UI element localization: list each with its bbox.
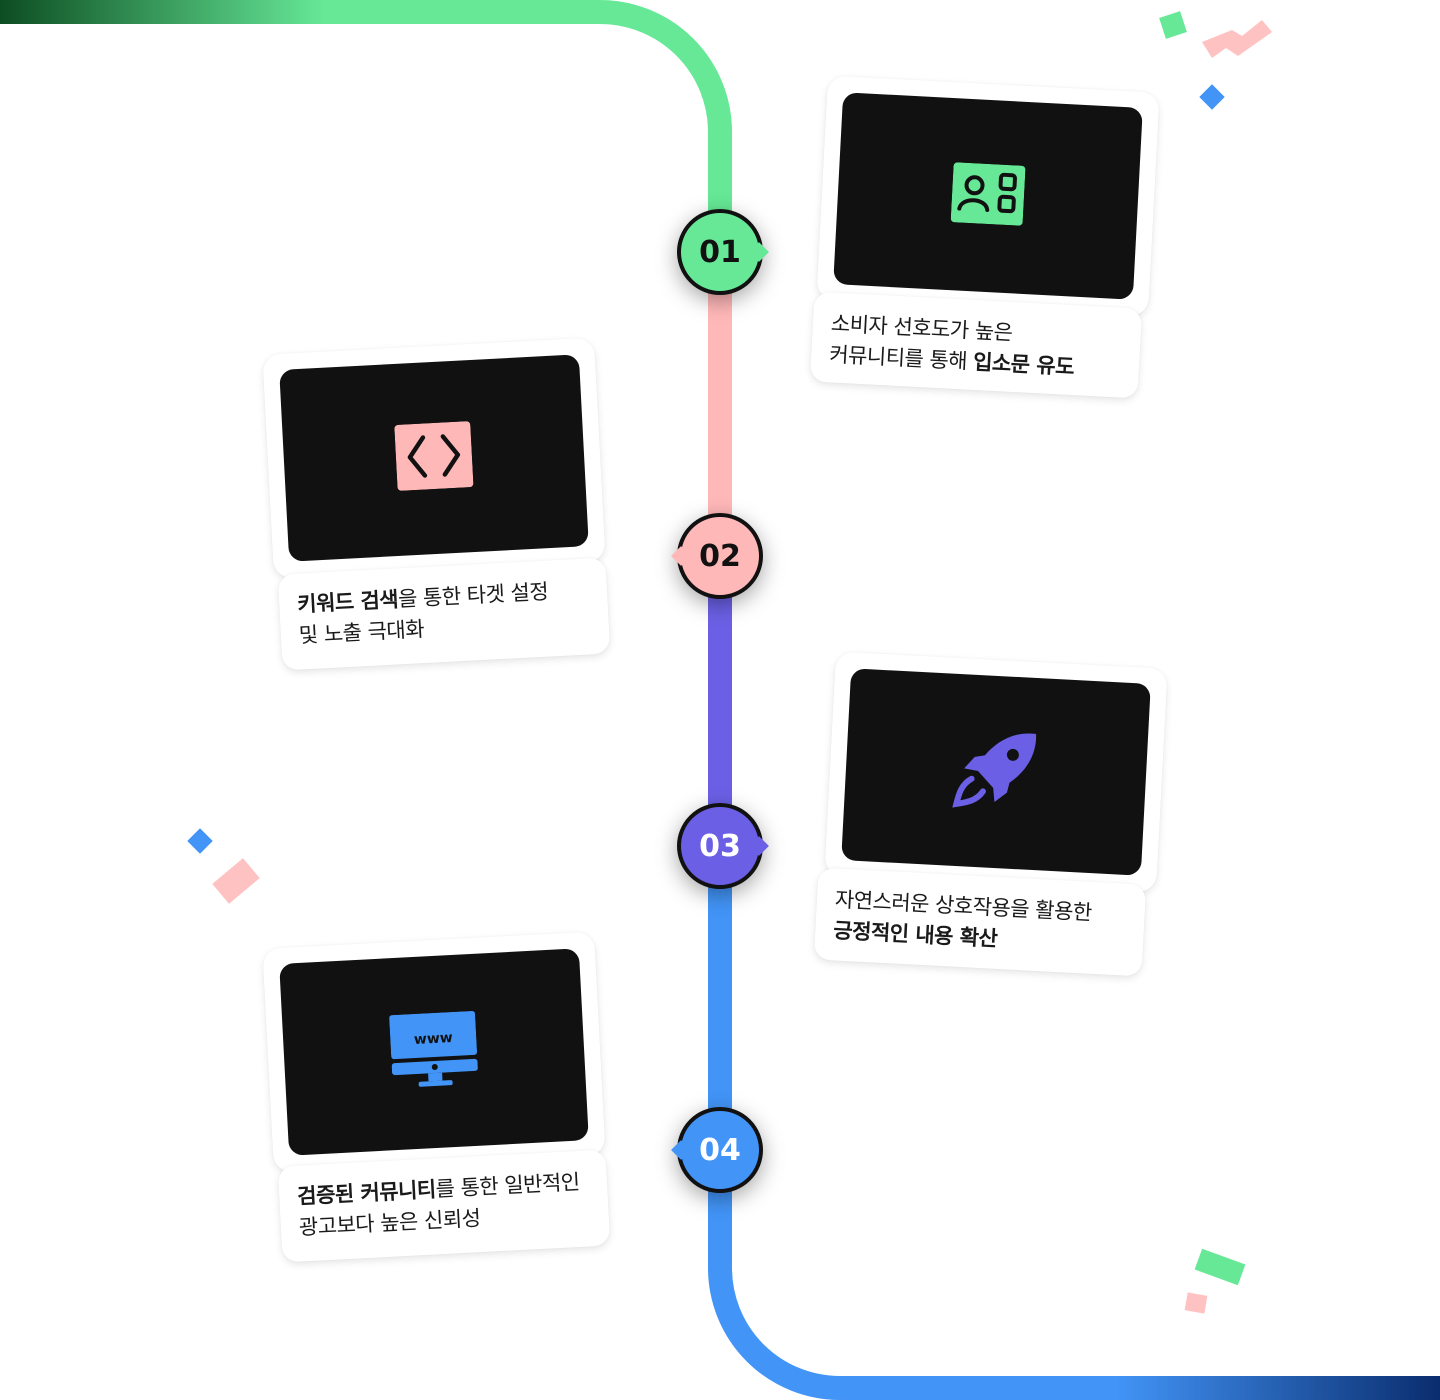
step-1-number: 01 [699, 234, 741, 270]
step-4-node: 04 [671, 1107, 763, 1193]
step-1-screen [833, 92, 1143, 300]
confetti-blue-1 [1199, 84, 1225, 110]
step-4-caption: 검증된 커뮤니티를 통한 일반적인 광고보다 높은 신뢰성 [277, 1149, 611, 1263]
step-2-caption-highlight: 키워드 검색 [296, 587, 399, 617]
step-3-card [824, 651, 1168, 893]
step-2-card [262, 337, 606, 579]
confetti-green-2 [1194, 1248, 1246, 1286]
step-4-number: 04 [699, 1132, 741, 1168]
id-card-icon [950, 162, 1026, 230]
step-2-node: 02 [671, 513, 763, 599]
step-2-caption: 키워드 검색을 통한 타겟 설정 및 노출 극대화 [277, 557, 611, 671]
step-1-caption-highlight: 입소문 유도 [972, 349, 1075, 380]
confetti-green-1 [1159, 11, 1187, 39]
step-3-node: 03 [677, 803, 769, 889]
step-2-screen [279, 354, 589, 562]
timeline-track-top [0, 0, 732, 250]
code-brackets-icon [394, 421, 474, 495]
step-2-number: 02 [699, 538, 741, 574]
www-monitor-icon: www [389, 1010, 479, 1093]
step-3-caption: 자연스러운 상호작용을 활용한 긍정적인 내용 확산 [813, 867, 1147, 977]
step-3-caption-highlight: 긍정적인 내용 확산 [832, 918, 998, 951]
step-1-node: 01 [677, 209, 769, 295]
confetti-pink-1 [1202, 20, 1272, 58]
confetti-pink-2 [212, 858, 260, 904]
confetti-pink-3 [1184, 1292, 1208, 1314]
step-4-screen: www [279, 948, 589, 1156]
monitor-www-text: www [414, 1030, 454, 1048]
step-4-caption-line1-regular: 를 통한 일반적인 [435, 1169, 581, 1202]
step-4-card: www [262, 931, 606, 1173]
step-1-caption: 소비자 선호도가 높은 커뮤니티를 통해 입소문 유도 [809, 291, 1143, 399]
step-4-caption-highlight: 검증된 커뮤니티 [296, 1177, 437, 1209]
timeline-track-bottom [708, 846, 1440, 1400]
step-3-number: 03 [699, 828, 741, 864]
step-1-card [816, 75, 1160, 317]
step-3-screen [841, 668, 1151, 876]
step-2-caption-line1-regular: 을 통한 타겟 설정 [397, 579, 549, 612]
step-1-caption-line2-regular: 커뮤니티를 통해 [828, 342, 974, 374]
rocket-icon [952, 728, 1040, 816]
confetti-blue-2 [187, 828, 213, 854]
